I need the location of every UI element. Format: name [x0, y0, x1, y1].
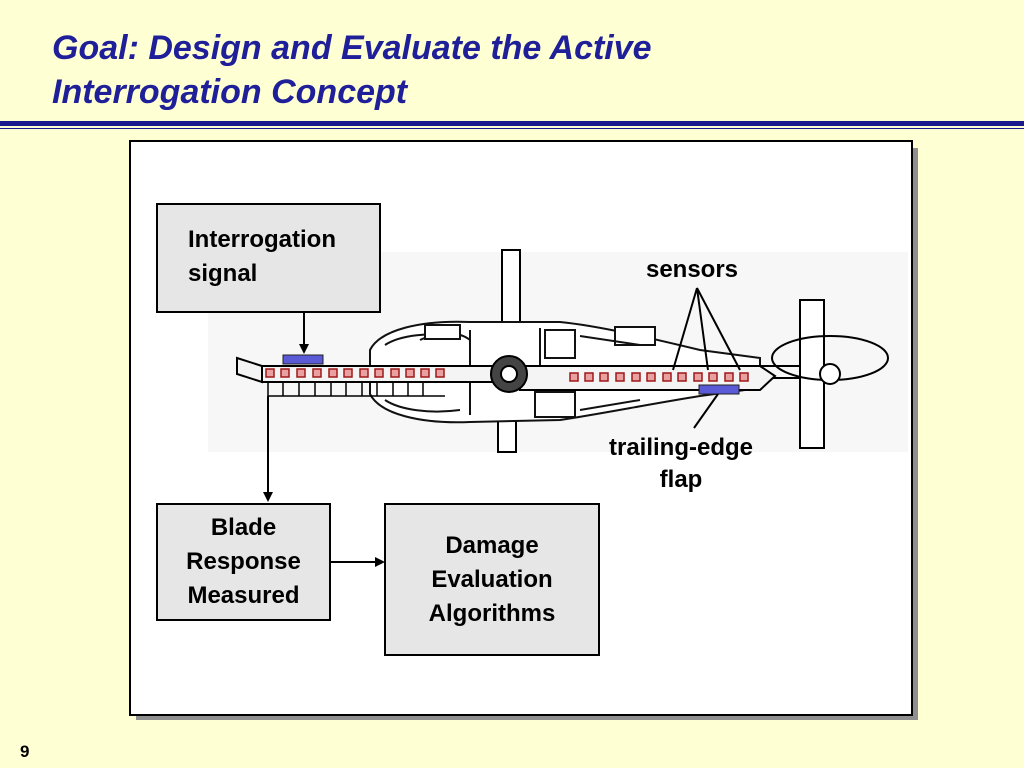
sensor: [631, 372, 641, 382]
slide-title-line-2: Interrogation Concept: [52, 73, 408, 111]
flap-label-line-2: flap: [659, 466, 703, 493]
damage-box-line-1: Damage: [445, 531, 539, 559]
slide-title-line-1: Goal: Design and Evaluate the Active: [52, 29, 652, 67]
sensor: [724, 372, 734, 382]
sensor: [599, 372, 609, 382]
tail-rotor: [760, 299, 889, 449]
sensor: [708, 372, 718, 382]
sensors-callout-lines: [672, 287, 741, 371]
sensor: [435, 368, 445, 378]
right-blade-sensors: [569, 372, 749, 382]
sensor: [343, 368, 353, 378]
sensor: [739, 372, 749, 382]
sensor: [374, 368, 384, 378]
sensor: [296, 368, 306, 378]
damage-box-line-2: Evaluation: [431, 565, 553, 593]
damage-evaluation-algorithms-box: Damage Evaluation Algorithms: [384, 503, 600, 656]
title-rule-thin: [0, 128, 1024, 129]
actuator-inboard: [282, 354, 324, 365]
trailing-edge-flap-label: trailing-edge flap: [586, 432, 776, 496]
sensor: [312, 368, 322, 378]
blade-box-line-2: Response: [186, 548, 301, 575]
flap-label-line-1: trailing-edge: [608, 434, 753, 461]
sensor: [405, 368, 415, 378]
blade-box-line-3: Measured: [187, 582, 300, 609]
sensor: [584, 372, 594, 382]
sensor: [646, 372, 656, 382]
sensors-label: sensors: [645, 256, 739, 283]
blade-response-measured-box: Blade Response Measured: [156, 503, 331, 621]
sensor: [265, 368, 275, 378]
blade-box-line-1: Blade: [210, 514, 277, 541]
sensor-lead-wires: [267, 382, 445, 397]
sensor: [693, 372, 703, 382]
flap-callout-line: [693, 393, 719, 429]
sensor: [662, 372, 672, 382]
left-blade-sensors: [265, 368, 445, 378]
title-rule-thick: [0, 121, 1024, 126]
signal-box-line-1: Interrogation: [188, 226, 336, 253]
trailing-edge-flap-actuator: [698, 384, 740, 395]
sensor: [420, 368, 430, 378]
damage-box-line-3: Algorithms: [428, 599, 556, 627]
sensor: [280, 368, 290, 378]
sensor: [569, 372, 579, 382]
page-number: 9: [20, 742, 30, 761]
sensor: [359, 368, 369, 378]
rotor-hub: [490, 355, 528, 393]
signal-box-line-2: signal: [188, 260, 258, 287]
interrogation-signal-box: Interrogation signal: [156, 203, 381, 313]
sensor: [328, 368, 338, 378]
slide-title: Goal: Design and Evaluate the Active Int…: [52, 26, 952, 114]
sensor: [677, 372, 687, 382]
sensor: [390, 368, 400, 378]
sensor: [615, 372, 625, 382]
